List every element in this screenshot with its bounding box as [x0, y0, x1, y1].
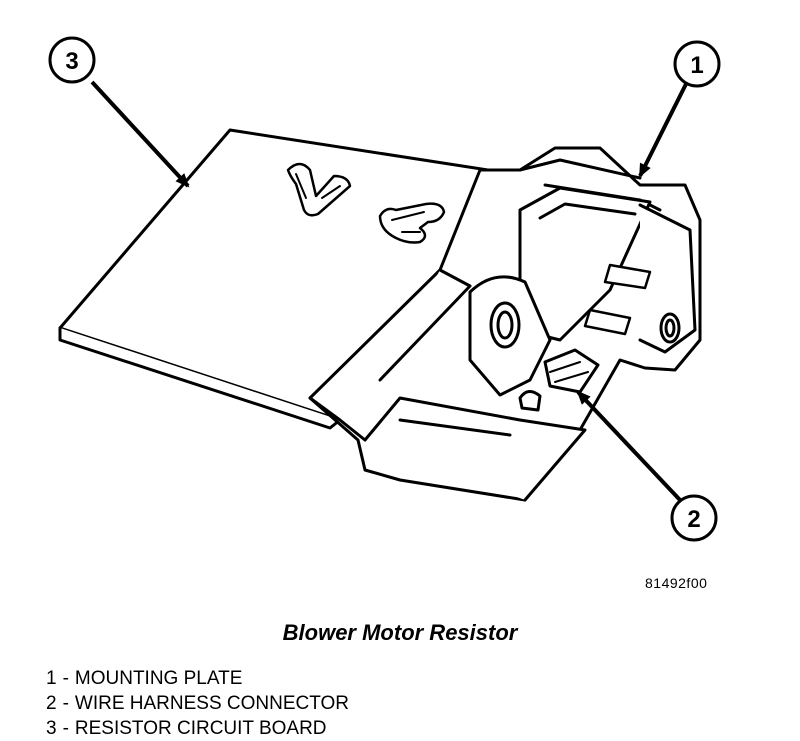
legend-item: 2-WIRE HARNESS CONNECTOR	[46, 693, 350, 714]
callout-2-arrow	[576, 390, 682, 502]
legend-label: MOUNTING PLATE	[74, 668, 243, 689]
figure-id: 81492f00	[645, 575, 708, 591]
callout-3-number: 3	[65, 48, 78, 75]
resistor-circuit-board	[58, 128, 522, 430]
callout-1-number: 1	[690, 52, 703, 79]
callout-2: 2	[670, 494, 718, 542]
legend-item: 3-RESISTOR CIRCUIT BOARD	[46, 718, 327, 739]
callout-2-number: 2	[687, 506, 700, 533]
legend-item: 1-MOUNTING PLATE	[46, 668, 243, 689]
callout-1-arrow	[638, 79, 690, 178]
mounting-plate	[308, 146, 702, 502]
legend-number: 2	[46, 693, 57, 714]
parts-legend: 1-MOUNTING PLATE 2-WIRE HARNESS CONNECTO…	[46, 666, 349, 741]
legend-label: RESISTOR CIRCUIT BOARD	[74, 718, 327, 739]
wire-harness-connector	[518, 348, 600, 412]
callout-3: 3	[48, 36, 96, 84]
blower-motor-resistor-illustration: 3 1 2	[48, 36, 721, 542]
figure-caption: Blower Motor Resistor	[282, 620, 518, 645]
legend-number: 3	[46, 718, 57, 739]
callout-1: 1	[673, 40, 721, 88]
legend-label: WIRE HARNESS CONNECTOR	[74, 693, 350, 714]
legend-number: 1	[46, 668, 57, 689]
callout-3-arrow	[90, 80, 190, 188]
